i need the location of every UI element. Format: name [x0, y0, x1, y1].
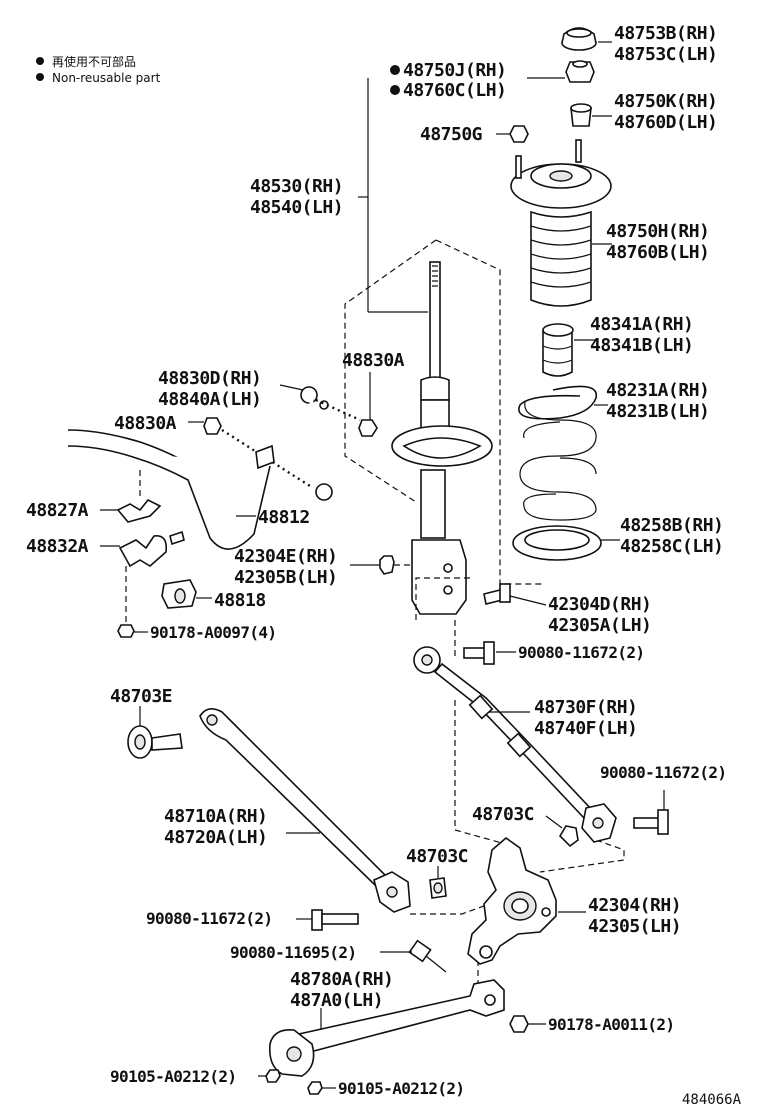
label-42304e-rh: 42304E(RH) — [234, 546, 337, 567]
label-90080-11672-a: 90080-11672(2) — [518, 643, 644, 662]
label-48830d-rh: 48830D(RH) — [158, 368, 261, 389]
label-90105-a0212-a: 90105-A0212(2) — [110, 1067, 236, 1086]
bracket-48827a-part — [100, 470, 162, 523]
label-48750h-rh: 48750H(RH) — [606, 221, 709, 242]
dust-cap-part — [561, 27, 612, 51]
label-48703c-b: 48703C — [406, 846, 468, 867]
spring-seat-part — [512, 525, 620, 561]
label-48258-rh: 48258B(RH) — [620, 515, 723, 536]
nut-90178-a0011-part — [509, 1015, 546, 1033]
assembly-guide-lines — [344, 239, 625, 990]
knuckle-part — [467, 836, 586, 965]
label-48231-rh: 48231A(RH) — [606, 380, 709, 401]
label-48832a: 48832A — [26, 536, 89, 557]
lower-arm-part — [199, 708, 411, 913]
coil-spring-part — [518, 385, 608, 521]
label-48750g: 48750G — [420, 124, 482, 145]
bushing-48703e-part — [127, 706, 183, 759]
bolt-90105-a0212-a-part — [258, 1069, 281, 1083]
trailing-arm-part — [268, 979, 505, 1077]
label-48710a-rh: 48710A(RH) — [164, 806, 267, 827]
stabilizer-link-part — [279, 384, 361, 501]
bushing-part — [570, 103, 612, 127]
label-48780a-lh: 487A0(LH) — [290, 990, 383, 1011]
label-90080-11672-c: 90080-11672(2) — [146, 909, 272, 928]
label-48812: 48812 — [258, 507, 310, 528]
label-48530-rh: 48530(RH) — [250, 176, 343, 197]
label-48750j-lh: 48760C(LH) — [403, 80, 506, 101]
bolt-90080-11672-b-part — [633, 790, 669, 835]
shock-absorber-part — [358, 78, 493, 615]
label-48703c-a: 48703C — [472, 804, 534, 825]
stabilizer-bar-part — [67, 429, 275, 550]
bushing-48703c-a-part — [545, 815, 579, 848]
label-48830d-lh: 48840A(LH) — [158, 389, 261, 410]
label-48730f-rh: 48730F(RH) — [534, 697, 637, 718]
label-48830a-top: 48830A — [342, 350, 405, 371]
bolt-42304d-part — [483, 583, 547, 606]
upper-mount-part — [510, 139, 612, 307]
label-48750k-lh: 48760D(LH) — [614, 112, 717, 133]
label-90080-11695: 90080-11695(2) — [230, 943, 356, 962]
label-42304d-lh: 42305A(LH) — [548, 615, 651, 636]
label-48753-lh: 48753C(LH) — [614, 44, 717, 65]
label-90178-a0097: 90178-A0097(4) — [150, 623, 276, 642]
label-48703e: 48703E — [110, 686, 172, 707]
bump-stopper-part — [542, 323, 596, 377]
bolt-90080-11672-a-part — [463, 641, 516, 665]
bolt-90080-11695-part — [380, 939, 447, 973]
bolt-42304e-part — [350, 555, 414, 575]
label-42304e-lh: 42305B(LH) — [234, 567, 337, 588]
label-48780a-rh: 48780A(RH) — [290, 969, 393, 990]
label-48750k-rh: 48750K(RH) — [614, 91, 717, 112]
label-42304-rh: 42304(RH) — [588, 895, 681, 916]
bracket-48832a-part — [100, 530, 185, 568]
label-90080-11672-b: 90080-11672(2) — [600, 763, 726, 782]
label-48730f-lh: 48740F(LH) — [534, 718, 637, 739]
label-42304d-rh: 42304D(RH) — [548, 594, 651, 615]
bolt-90105-a0212-b-part — [307, 1081, 336, 1095]
nut-90178-a0097-part — [117, 624, 148, 638]
nut-48750g-part — [496, 125, 529, 143]
nut-48830a-lower-part — [188, 417, 311, 488]
label-48530-lh: 48540(LH) — [250, 197, 343, 218]
figure-reference: 484066A — [682, 1092, 742, 1108]
label-48710a-lh: 48720A(LH) — [164, 827, 267, 848]
label-48231-lh: 48231B(LH) — [606, 401, 709, 422]
nut-48830a-upper-part — [358, 372, 378, 437]
legend: 再使用不可部品 Non-reusable part — [36, 54, 161, 85]
label-48827a: 48827A — [26, 500, 89, 521]
label-42304-lh: 42305(LH) — [588, 916, 681, 937]
part-labels: 48753B(RH) 48753C(LH) 48750J(RH) 48760C(… — [26, 23, 727, 1098]
stabilizer-bushing-part — [125, 566, 212, 622]
label-90178-a0011: 90178-A0011(2) — [548, 1015, 674, 1034]
bolt-90080-11672-c-part — [296, 909, 359, 931]
label-48341-rh: 48341A(RH) — [590, 314, 693, 335]
lock-nut-part — [527, 60, 595, 83]
label-48750h-lh: 48760B(LH) — [606, 242, 709, 263]
bushing-48703c-b-part — [429, 866, 447, 899]
label-48830a-left: 48830A — [114, 413, 177, 434]
toe-control-arm-part — [413, 646, 617, 843]
legend-en: Non-reusable part — [52, 71, 161, 85]
legend-cn: 再使用不可部品 — [52, 54, 136, 69]
label-48341-lh: 48341B(LH) — [590, 335, 693, 356]
label-48258-lh: 48258C(LH) — [620, 536, 723, 557]
label-48753-rh: 48753B(RH) — [614, 23, 717, 44]
label-48818: 48818 — [214, 590, 266, 611]
label-90105-a0212-b: 90105-A0212(2) — [338, 1079, 464, 1098]
label-48750j-rh: 48750J(RH) — [403, 60, 506, 81]
